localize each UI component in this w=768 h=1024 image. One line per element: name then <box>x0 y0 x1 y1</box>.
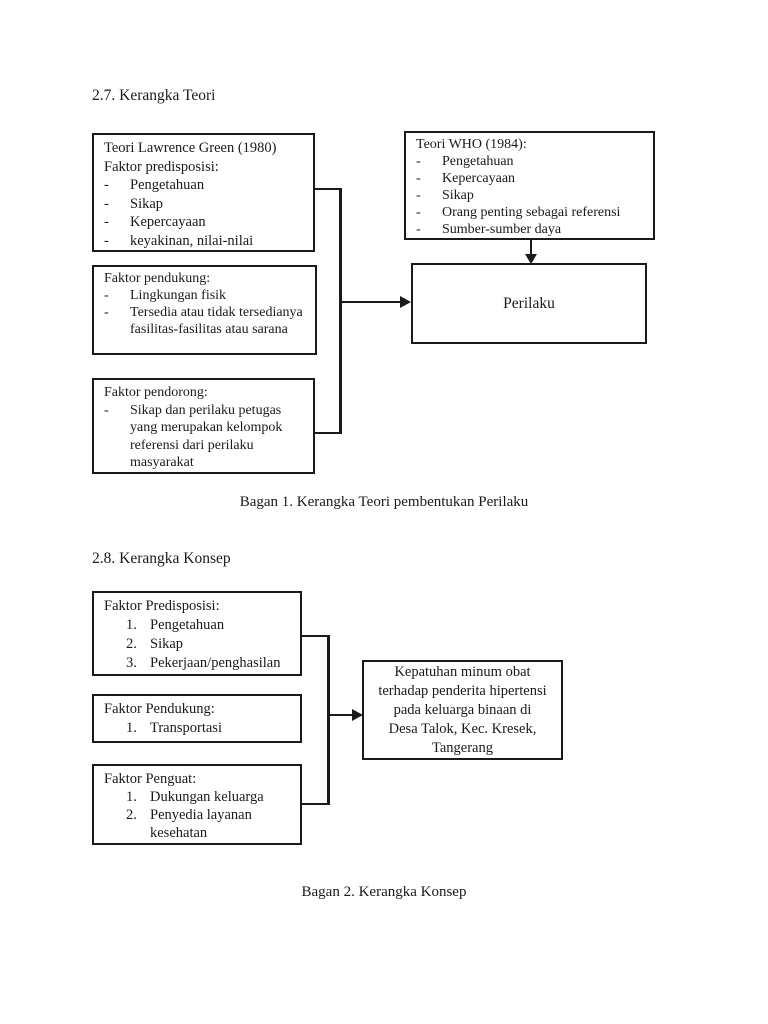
arrow-line-to-perilaku <box>341 301 402 303</box>
dash-marker: - <box>416 171 421 186</box>
connector-spine-diagram2 <box>327 635 330 805</box>
list-item: 1. Transportasi <box>104 719 296 738</box>
dash-marker: - <box>416 188 421 203</box>
list-item-text: Pengetahuan <box>130 177 205 193</box>
list-item-text: Sikap <box>150 636 184 652</box>
connector-stub-lawrence <box>313 188 341 190</box>
list-item: - Kepercayaan <box>104 213 307 232</box>
arrow-line-who-to-perilaku <box>530 240 532 256</box>
list-item-text: Tersedia atau tidak tersedianya fasilita… <box>130 305 303 337</box>
number-marker: 2. <box>126 636 137 652</box>
section-heading-2-7: 2.7. Kerangka Teori <box>92 87 216 104</box>
connector-stub-predisposisi <box>300 635 329 637</box>
pendukung-box: Faktor pendukung: - Lingkungan fisik - Ter… <box>92 265 317 355</box>
number-marker: 1. <box>126 617 137 633</box>
outcome-line: Tangerang <box>432 739 493 756</box>
list-item-text: Penyedia layanan kesehatan <box>150 807 252 841</box>
list-item-text: Sikap dan perilaku petugas yang merupaka… <box>130 402 283 471</box>
list-item-text: Pengetahuan <box>442 154 514 169</box>
list-item-text: Sikap <box>130 195 164 212</box>
outcome-line: Kepatuhan minum obat <box>394 663 531 680</box>
list-item: - Sikap dan perilaku petugas yang merupak… <box>104 402 309 472</box>
pendorong-box: Faktor pendorong: - Sikap dan perilaku pe… <box>92 378 315 474</box>
connector-stub-penguat <box>300 803 329 805</box>
box-title: Faktor Pendukung: <box>104 701 215 717</box>
list-item-text: keyakinan, nilai-nilai <box>130 232 254 249</box>
predisposisi-box: Faktor Predisposisi: 1. Pengetahuan 2. Sik… <box>92 591 302 676</box>
list-item-text: Kepercayaan <box>130 214 206 230</box>
connector-stub-pendorong <box>313 432 341 434</box>
list-item: 2. Sikap <box>104 635 296 654</box>
arrowhead-right-icon <box>400 296 411 308</box>
arrow-line-to-outcome <box>329 714 354 716</box>
list-item-text: Pekerjaan/penghasilan <box>150 655 281 671</box>
number-marker: 2. <box>126 807 137 823</box>
list-item: 3. Pekerjaan/penghasilan <box>104 654 296 673</box>
list-item: - Lingkungan fisik <box>104 287 313 304</box>
number-marker: 1. <box>126 789 137 805</box>
list-item: 1. Dukungan keluarga <box>104 788 296 806</box>
lawrence-green-box: Teori Lawrence Green (1980) Faktor predi… <box>92 133 315 252</box>
connector-spine-diagram1 <box>339 188 342 434</box>
box-title: Teori Lawrence Green (1980) <box>104 140 277 156</box>
list-item: - Sikap <box>104 195 307 214</box>
dash-marker: - <box>416 222 421 237</box>
list-item: - Orang penting sebagai referensi <box>416 204 649 221</box>
arrowhead-down-icon <box>525 254 537 264</box>
dash-marker: - <box>104 288 109 303</box>
box-subtitle: Faktor predisposisi: <box>104 158 219 175</box>
dash-marker: - <box>104 195 109 212</box>
box-title: Teori WHO (1984): <box>416 137 527 152</box>
dash-marker: - <box>416 205 421 220</box>
list-item: - Tersedia atau tidak tersedianya fasilit… <box>104 304 313 338</box>
list-item: - Sumber-sumber daya <box>416 221 649 238</box>
box-title: Faktor Predisposisi: <box>104 598 220 614</box>
perilaku-label: Perilaku <box>503 294 555 312</box>
dash-marker: - <box>104 214 109 230</box>
arrowhead-right-icon <box>352 709 363 721</box>
penguat-box: Faktor Penguat: 1. Dukungan keluarga 2. Pe… <box>92 764 302 845</box>
list-item-text: Pengetahuan <box>150 617 225 633</box>
diagram1-caption: Bagan 1. Kerangka Teori pembentukan Peri… <box>239 494 529 510</box>
pendukung-konsep-box: Faktor Pendukung: 1. Transportasi <box>92 694 302 743</box>
dash-marker: - <box>104 305 109 320</box>
box-title: Faktor pendukung: <box>104 271 211 286</box>
list-item-text: Transportasi <box>150 720 222 736</box>
list-item-text: Lingkungan fisik <box>130 288 227 303</box>
box-title: Faktor Penguat: <box>104 771 197 787</box>
number-marker: 3. <box>126 655 137 671</box>
outcome-line: terhadap penderita hipertensi <box>378 682 547 699</box>
dash-marker: - <box>104 402 109 418</box>
section-heading-2-8: 2.8. Kerangka Konsep <box>92 550 231 567</box>
list-item: - Pengetahuan <box>416 153 649 170</box>
perilaku-box: Perilaku <box>411 263 647 344</box>
list-item: - Pengetahuan <box>104 176 307 195</box>
diagram2-caption: Bagan 2. Kerangka Konsep <box>301 884 467 900</box>
dash-marker: - <box>104 177 109 193</box>
dash-marker: - <box>416 154 421 169</box>
list-item-text: Dukungan keluarga <box>150 789 264 805</box>
list-item-text: Kepercayaan <box>442 171 516 186</box>
outcome-line: Desa Talok, Kec. Kresek, <box>388 720 537 737</box>
number-marker: 1. <box>126 720 137 736</box>
list-item: - keyakinan, nilai-nilai <box>104 232 307 251</box>
box-title: Faktor pendorong: <box>104 385 208 400</box>
list-item: - Kepercayaan <box>416 170 649 187</box>
outcome-box: Kepatuhan minum obat terhadap penderita … <box>362 660 563 760</box>
list-item-text: Orang penting sebagai referensi <box>442 205 621 220</box>
list-item: 2. Penyedia layanan kesehatan <box>104 806 296 842</box>
list-item-text: Sikap <box>442 188 474 203</box>
who-theory-box: Teori WHO (1984): - Pengetahuan - Kepercay… <box>404 131 655 240</box>
outcome-line: pada keluarga binaan di <box>393 701 532 718</box>
list-item: 1. Pengetahuan <box>104 616 296 635</box>
list-item-text: Sumber-sumber daya <box>442 222 562 237</box>
list-item: - Sikap <box>416 187 649 204</box>
dash-marker: - <box>104 232 109 249</box>
